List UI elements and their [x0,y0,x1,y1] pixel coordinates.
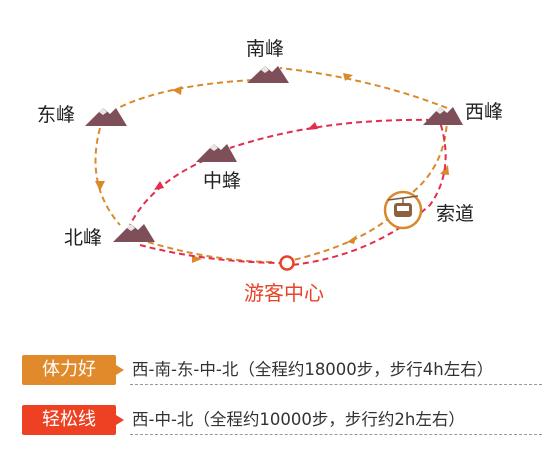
peak-west [423,107,463,125]
route-text-easy: 西-中-北（全程约10000步，步行约2h左右） [132,410,465,429]
hard-route-segment [279,67,448,109]
route-text-hard: 西-南-东-中-北（全程约18000步，步行4h左右） [132,360,494,379]
badge-hard: 体力好 [22,355,124,385]
arrow-icon [95,181,105,191]
divider [130,434,542,435]
label-middle-peak: 中蜂 [203,170,242,192]
badge-easy: 轻松线 [22,405,124,435]
mountain-icon [247,66,289,83]
label-south-peak: 南峰 [246,38,285,60]
hard-route-segment [412,119,448,193]
location-circle-icon [279,255,295,271]
easy-route-segment [139,244,281,264]
peak-east [85,108,127,126]
arrow-icon [154,181,164,190]
mountain-icon [113,224,155,242]
legend-row-easy: 轻松线 西-中-北（全程约10000步，步行约2h左右） [22,405,542,435]
peak-south [247,66,289,83]
peak-north [113,224,155,242]
easy-route-segment [129,159,206,226]
arrow-icon [343,73,353,81]
mountain-icon [85,108,127,126]
arrow-icon [307,122,318,130]
label-cableway: 索道 [436,203,475,225]
hard-route-segment [284,212,396,263]
label-visitor-center: 游客中心 [244,281,324,305]
peak-middle [196,144,237,162]
easy-route-arrows [154,122,318,190]
arrow-icon [172,86,182,95]
legend-row-hard: 体力好 西-南-东-中-北（全程约18000步，步行4h左右） [22,355,542,385]
hard-route-segment [94,127,121,226]
mountain-icon [423,107,463,125]
cable-car-icon [383,190,423,230]
label-east-peak: 东峰 [37,104,76,126]
arrow-icon [347,235,357,244]
hard-route-segment [117,79,254,109]
easy-route-segment [229,118,433,149]
divider [130,384,542,385]
label-north-peak: 北峰 [64,227,103,249]
hard-route-segment [147,241,277,263]
easy-route-segment [282,121,447,267]
label-west-peak: 西峰 [465,101,504,123]
mountain-icon [196,144,237,162]
